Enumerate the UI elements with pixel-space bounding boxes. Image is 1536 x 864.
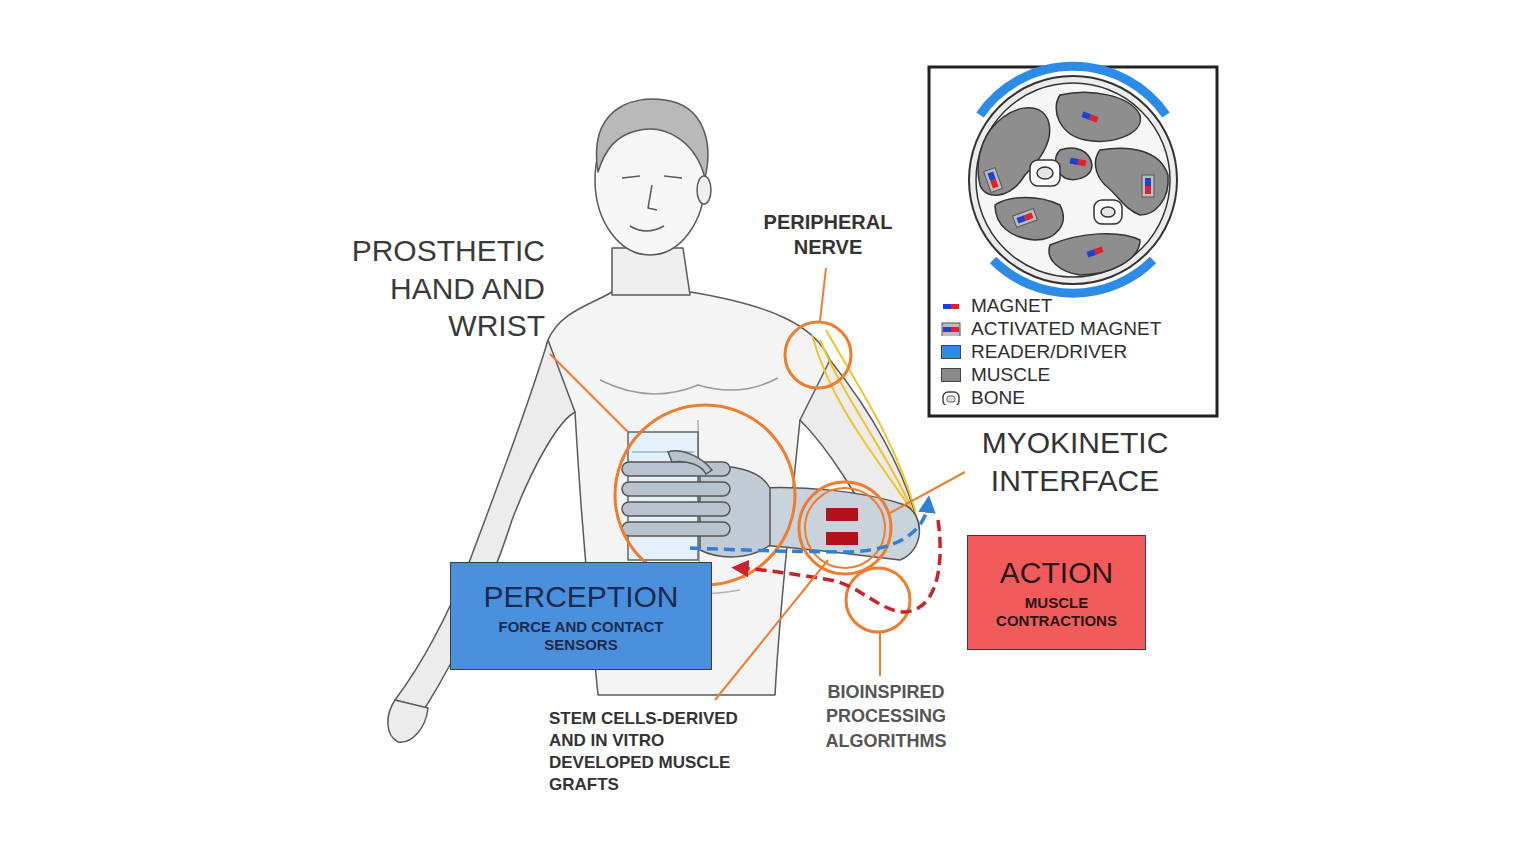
part-label: STEM CELLS-DERIVED AND IN VITRO DEVELOPE… <box>549 708 764 796</box>
legend-swatch <box>941 345 961 359</box>
perception-box: PERCEPTIONFORCE AND CONTACT SENSORS <box>450 562 712 670</box>
box-heading: PERCEPTION <box>483 579 678 615</box>
legend-entry: MUSCLE <box>941 363 1161 386</box>
box-subtext: FORCE AND CONTACT SENSORS <box>481 618 681 654</box>
legend-entry: MAGNET <box>941 294 1161 317</box>
legend-swatch <box>941 368 961 382</box>
prosthetic-arm <box>622 432 919 560</box>
magnet-symbol <box>941 299 961 313</box>
magnet-symbol <box>826 508 858 521</box>
action-signal <box>740 520 940 612</box>
legend-text: ACTIVATED MAGNET <box>971 318 1161 340</box>
part-label: PERIPHERAL NERVE <box>748 210 908 260</box>
action-box: ACTIONMUSCLE CONTRACTIONS <box>967 535 1146 650</box>
part-label: PROSTHETIC HAND AND WRIST <box>315 232 545 345</box>
legend-text: BONE <box>971 387 1025 409</box>
magnet-symbol <box>941 322 961 336</box>
bone-symbol <box>941 391 961 405</box>
part-label: MYOKINETIC INTERFACE <box>962 424 1188 499</box>
cross-section-inset <box>929 66 1217 416</box>
magnet-symbol <box>826 532 858 545</box>
legend-text: MUSCLE <box>971 364 1050 386</box>
legend-entry: READER/DRIVER <box>941 340 1161 363</box>
legend-text: MAGNET <box>971 295 1052 317</box>
part-label: BIOINSPIRED PROCESSING ALGORITHMS <box>808 680 964 753</box>
human-figure <box>388 99 918 742</box>
legend-entry: BONE <box>941 386 1161 409</box>
box-subtext: MUSCLE CONTRACTIONS <box>982 594 1132 630</box>
legend: MAGNETACTIVATED MAGNETREADER/DRIVERMUSCL… <box>941 294 1161 409</box>
legend-entry: ACTIVATED MAGNET <box>941 317 1161 340</box>
legend-text: READER/DRIVER <box>971 341 1127 363</box>
box-heading: ACTION <box>1000 555 1113 591</box>
